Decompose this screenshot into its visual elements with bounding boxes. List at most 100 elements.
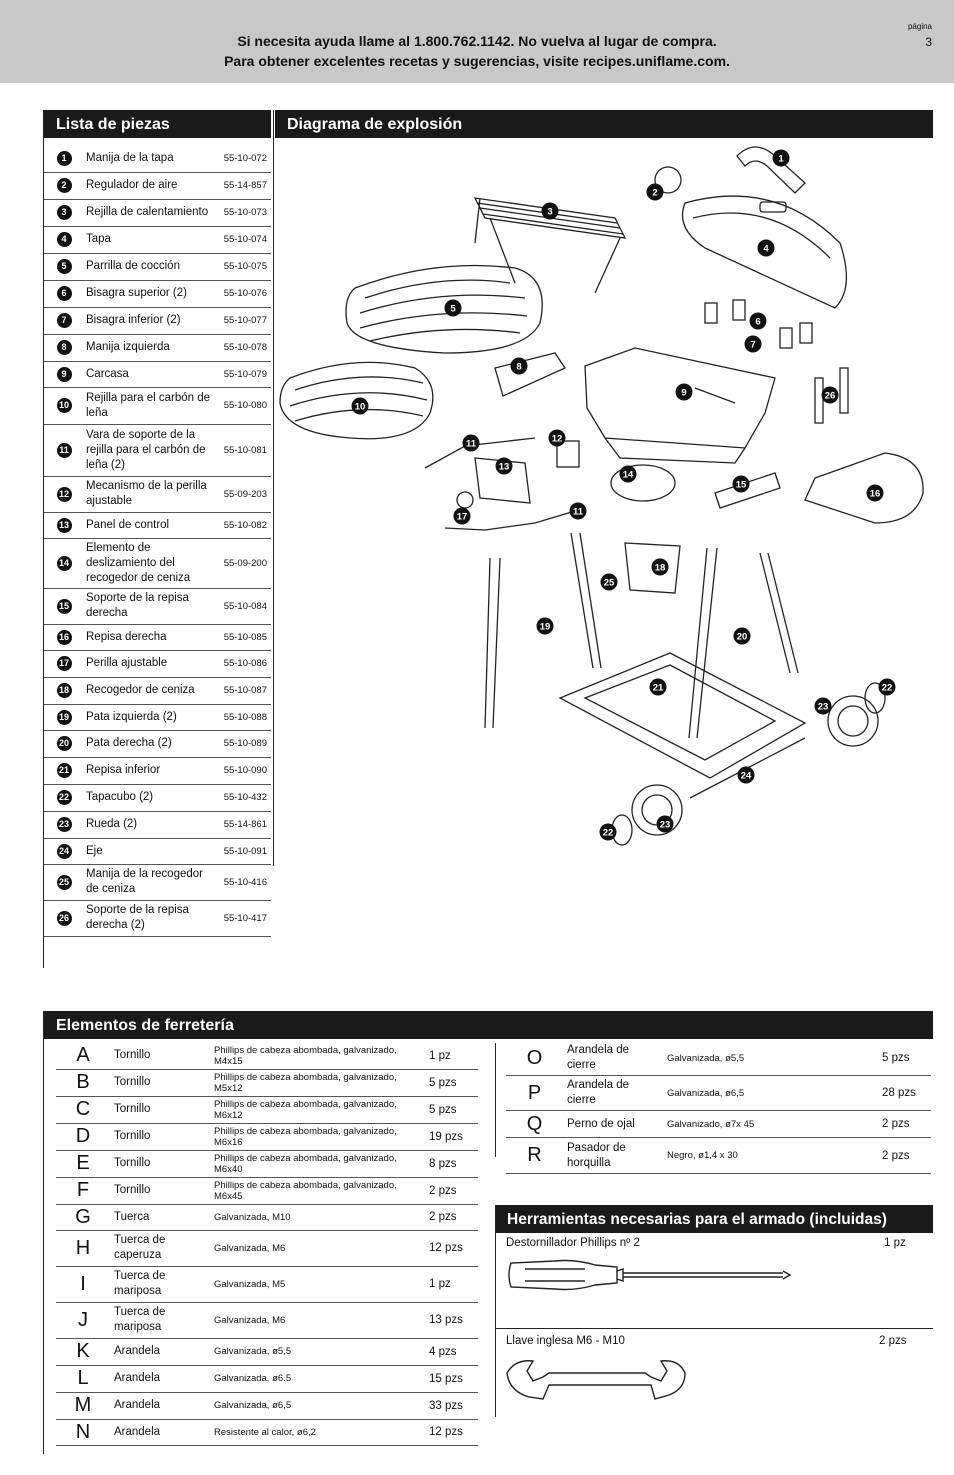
support-rods-drawing: [424, 437, 586, 531]
callout-label: 16: [870, 489, 881, 500]
hardware-letter: M: [56, 1392, 110, 1420]
callout-label: 25: [604, 578, 615, 589]
callout-marker: [510, 357, 528, 375]
part-number-cell: 14: [44, 538, 82, 589]
hardware-letter: C: [56, 1096, 110, 1124]
part-name: Eje: [82, 838, 219, 865]
part-code: 55-09-203: [219, 476, 271, 513]
hardware-divider: [495, 1043, 496, 1157]
part-number-cell: 2: [44, 172, 82, 200]
part-number-badge: 10: [56, 398, 72, 413]
part-code: 55-10-085: [219, 624, 271, 651]
hardware-qty: 12 pzs: [423, 1230, 478, 1267]
part-number-badge: 11: [56, 442, 72, 458]
part-number-cell: 22: [44, 784, 82, 812]
callout-marker: [757, 239, 775, 257]
part-number-badge: 18: [56, 683, 72, 698]
hardware-letter: G: [56, 1204, 110, 1231]
wrench-icon: [506, 1360, 686, 1400]
callout-marker: [548, 429, 566, 447]
callout-marker: [649, 678, 667, 696]
hardware-spec: Galvanizada, ø6.5: [210, 1365, 423, 1393]
part-name: Regulador de aire: [82, 172, 219, 200]
callout-label: 10: [355, 402, 366, 413]
part-number-badge: 1: [56, 151, 72, 167]
part-name: Mecanismo de la perilla ajustable: [82, 476, 219, 513]
bowl-drawing: [584, 347, 776, 464]
part-name: Bisagra inferior (2): [82, 307, 219, 335]
wheel-left-drawing: [631, 784, 683, 836]
hardware-spec: Galvanizada, ø5,5: [663, 1041, 876, 1076]
part-code: 55-10-084: [219, 588, 271, 625]
parts-row: 11 Vara de soporte de la rejilla para el …: [44, 424, 271, 477]
hardware-name: Arandela: [110, 1365, 210, 1393]
callout-label: 13: [499, 462, 510, 473]
part-number-cell: 5: [44, 253, 82, 281]
part-code: 55-10-072: [219, 146, 271, 173]
part-code: 55-10-432: [219, 784, 271, 812]
hardware-name: Tornillo: [110, 1096, 210, 1124]
parts-list-header: Lista de piezas: [44, 110, 271, 138]
shelf-bracket-drawing: [814, 367, 849, 424]
part-code: 55-10-081: [219, 424, 271, 477]
callout-label: 18: [655, 563, 666, 574]
tool-qty-wrench: 2 pzs: [879, 1335, 907, 1347]
part-number-badge: 16: [56, 629, 72, 645]
callout-marker: [744, 335, 762, 353]
part-number-badge: 26: [56, 910, 72, 926]
hardware-letter: J: [56, 1302, 110, 1339]
part-number-cell: 26: [44, 900, 82, 937]
page-number: 3: [925, 35, 932, 49]
part-number-badge: 5: [56, 259, 72, 274]
callout-marker: [619, 465, 637, 483]
hardware-name: Tornillo: [110, 1069, 210, 1097]
hardware-letter: O: [506, 1041, 563, 1076]
part-number-cell: 21: [44, 757, 82, 785]
hardware-letter: D: [56, 1123, 110, 1151]
tool-name-wrench: Llave inglesa M6 - M10: [506, 1335, 625, 1347]
tool-name-screwdriver: Destornillador Phillips nº 2: [506, 1237, 640, 1249]
part-code: 55-14-857: [219, 172, 271, 200]
warming-rack-drawing: [473, 197, 627, 294]
hardware-letter: E: [56, 1150, 110, 1178]
part-name: Rejilla para el carbón de leña: [82, 387, 219, 425]
ash-slide-drawing: [610, 464, 676, 502]
part-name: Vara de soporte de la rejilla para el ca…: [82, 424, 219, 477]
part-number-badge: 19: [56, 709, 72, 725]
tools-separator: [495, 1328, 933, 1329]
hardware-spec: Resistente al calor, ø6,2: [210, 1419, 423, 1446]
hardware-letter: R: [506, 1137, 563, 1174]
tool-qty-screwdriver: 1 pz: [884, 1237, 906, 1249]
hardware-letter: B: [56, 1069, 110, 1097]
callout-label: 23: [818, 702, 829, 713]
recipes-line: Para obtener excelentes recetas y sugere…: [224, 53, 730, 69]
callout-label: 23: [660, 820, 671, 831]
callout-marker: [536, 617, 554, 635]
callout-marker: [675, 383, 693, 401]
callout-label: 1: [778, 154, 784, 165]
lid-handle-drawing: [736, 146, 806, 194]
callout-marker: [737, 766, 755, 784]
callout-marker: [599, 823, 617, 841]
part-code: 55-09-200: [219, 538, 271, 589]
callout-label: 26: [825, 391, 836, 402]
hardware-spec: Galvanizada, ø6,5: [210, 1392, 423, 1420]
part-number-cell: 16: [44, 624, 82, 651]
hardware-qty: 4 pzs: [423, 1338, 478, 1366]
callout-label: 7: [750, 340, 755, 351]
part-number-badge: 2: [56, 178, 72, 193]
part-number-badge: 22: [56, 790, 72, 805]
part-name: Manija de la recogedor de ceniza: [82, 864, 219, 901]
hardware-spec: Negro, ø1,4 x 30: [663, 1137, 876, 1174]
